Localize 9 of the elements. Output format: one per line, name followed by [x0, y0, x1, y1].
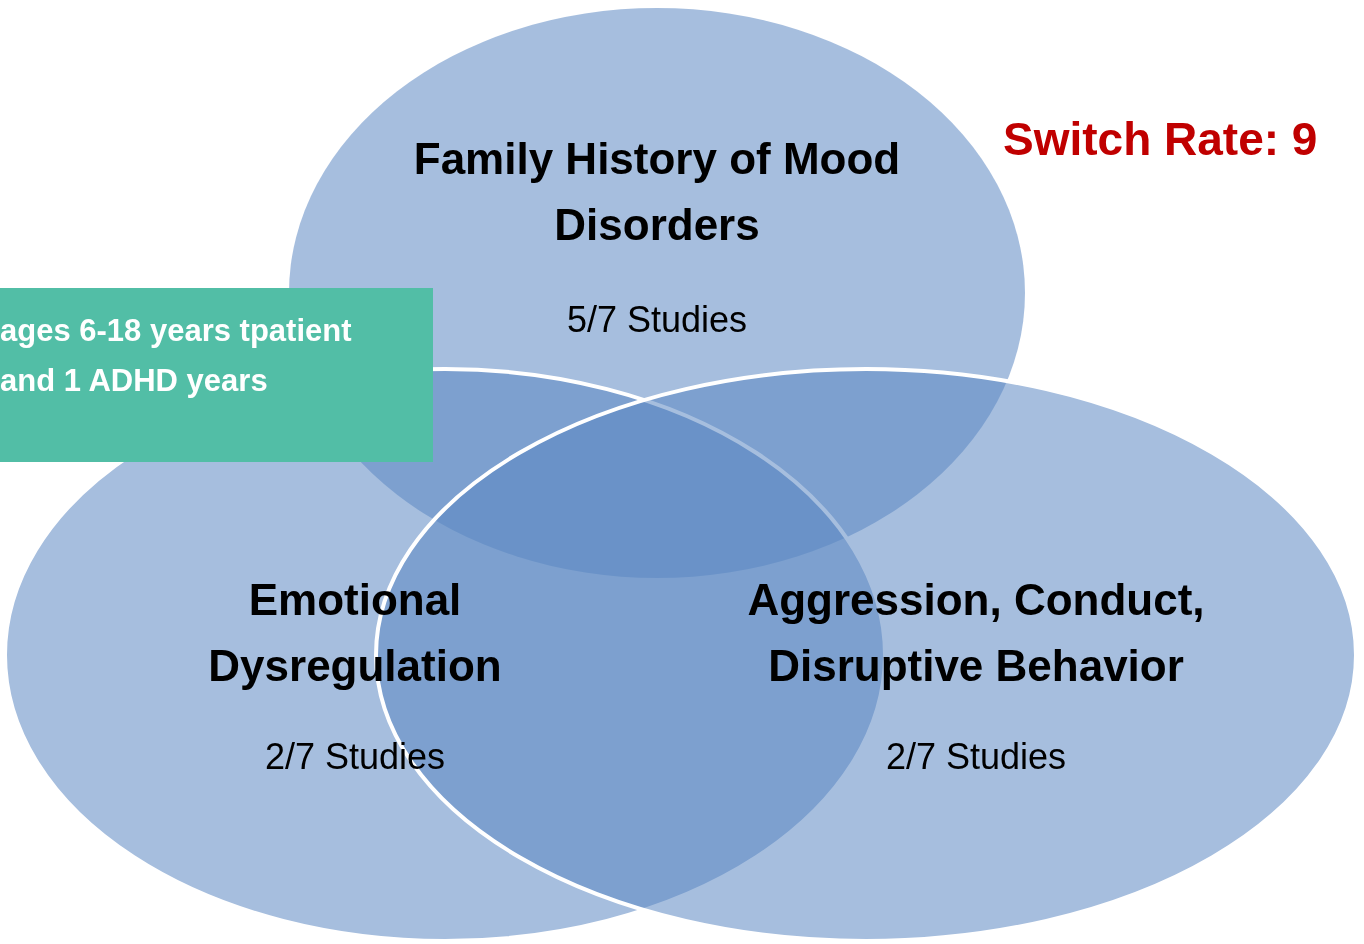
- study-count: 2/7 Studies: [263, 735, 447, 779]
- note-panel: [0, 288, 433, 462]
- set-title: Emotional Dysregulation: [207, 574, 503, 692]
- note-text: ages 6-18 years tpatient and 1 ADHD years: [0, 312, 353, 400]
- set-title: Aggression, Conduct, Disruptive Behavior: [746, 574, 1206, 692]
- study-count: 5/7 Studies: [565, 298, 749, 342]
- set-title: Family History of Mood Disorders: [412, 133, 902, 251]
- study-count: 2/7 Studies: [884, 735, 1068, 779]
- switch-rate-note: Switch Rate: 9: [1003, 112, 1318, 166]
